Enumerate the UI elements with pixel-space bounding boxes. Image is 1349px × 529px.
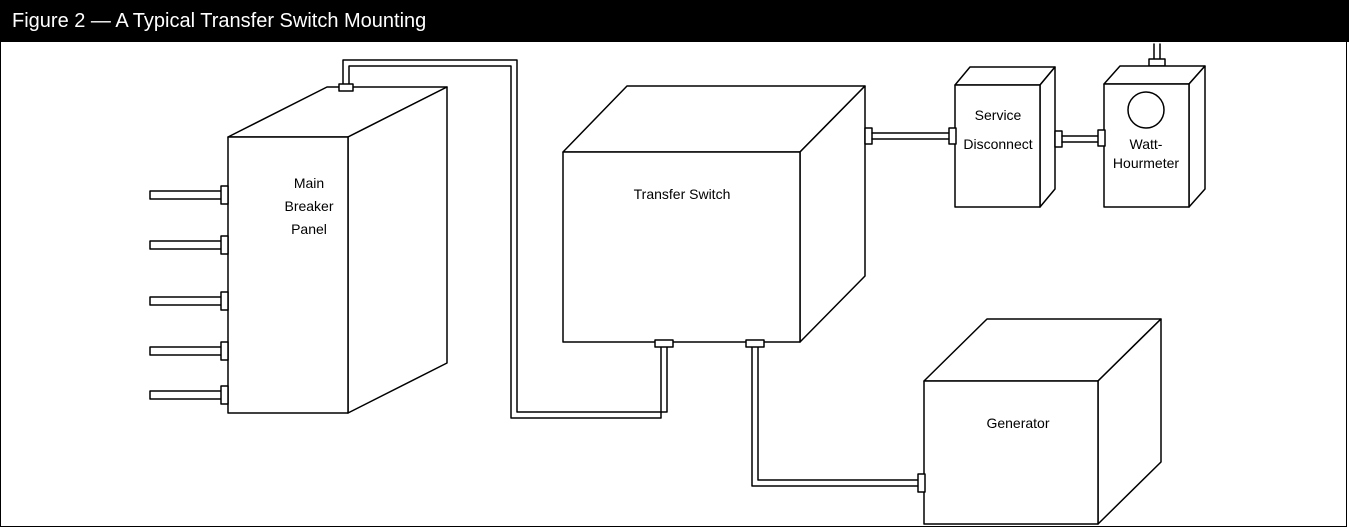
transfer-switch-label: Transfer Switch bbox=[634, 186, 731, 202]
meter-dial-icon bbox=[1127, 91, 1165, 129]
figure-title: Figure 2 — A Typical Transfer Switch Mou… bbox=[12, 10, 427, 32]
conduit-transfer-switch-to-disconnect bbox=[871, 132, 950, 140]
service-entrance-conduit bbox=[1148, 43, 1166, 67]
transfer-switch-fittings bbox=[654, 127, 873, 348]
service-disconnect-label-line1: Service bbox=[975, 107, 1022, 123]
watt-hourmeter bbox=[1097, 65, 1206, 208]
conduit-disconnect-to-meter bbox=[1061, 135, 1099, 143]
watt-hourmeter-label-line2: Hourmeter bbox=[1113, 155, 1179, 171]
main-panel-label-line2: Breaker bbox=[284, 198, 333, 214]
panel-fittings bbox=[220, 83, 354, 405]
service-disconnect bbox=[954, 66, 1056, 208]
main-breaker-panel bbox=[227, 86, 448, 414]
service-disconnect-label-line2: Disconnect bbox=[963, 136, 1032, 152]
component-labels: Main Breaker Panel Transfer Switch Servi… bbox=[284, 107, 1179, 431]
main-panel-label-line1: Main bbox=[294, 175, 324, 191]
disconnect-fittings bbox=[948, 127, 1063, 148]
main-panel-label-line3: Panel bbox=[291, 221, 327, 237]
transfer-switch bbox=[562, 85, 866, 343]
figure-title-bar: Figure 2 — A Typical Transfer Switch Mou… bbox=[0, 0, 1349, 42]
generator-label: Generator bbox=[986, 415, 1049, 431]
watt-hourmeter-label-line1: Watt- bbox=[1130, 136, 1163, 152]
generator bbox=[917, 318, 1162, 525]
branch-circuits bbox=[149, 190, 224, 400]
conduit-panel-to-transfer-switch bbox=[342, 59, 668, 419]
conduit-transfer-switch-to-generator bbox=[751, 343, 921, 487]
